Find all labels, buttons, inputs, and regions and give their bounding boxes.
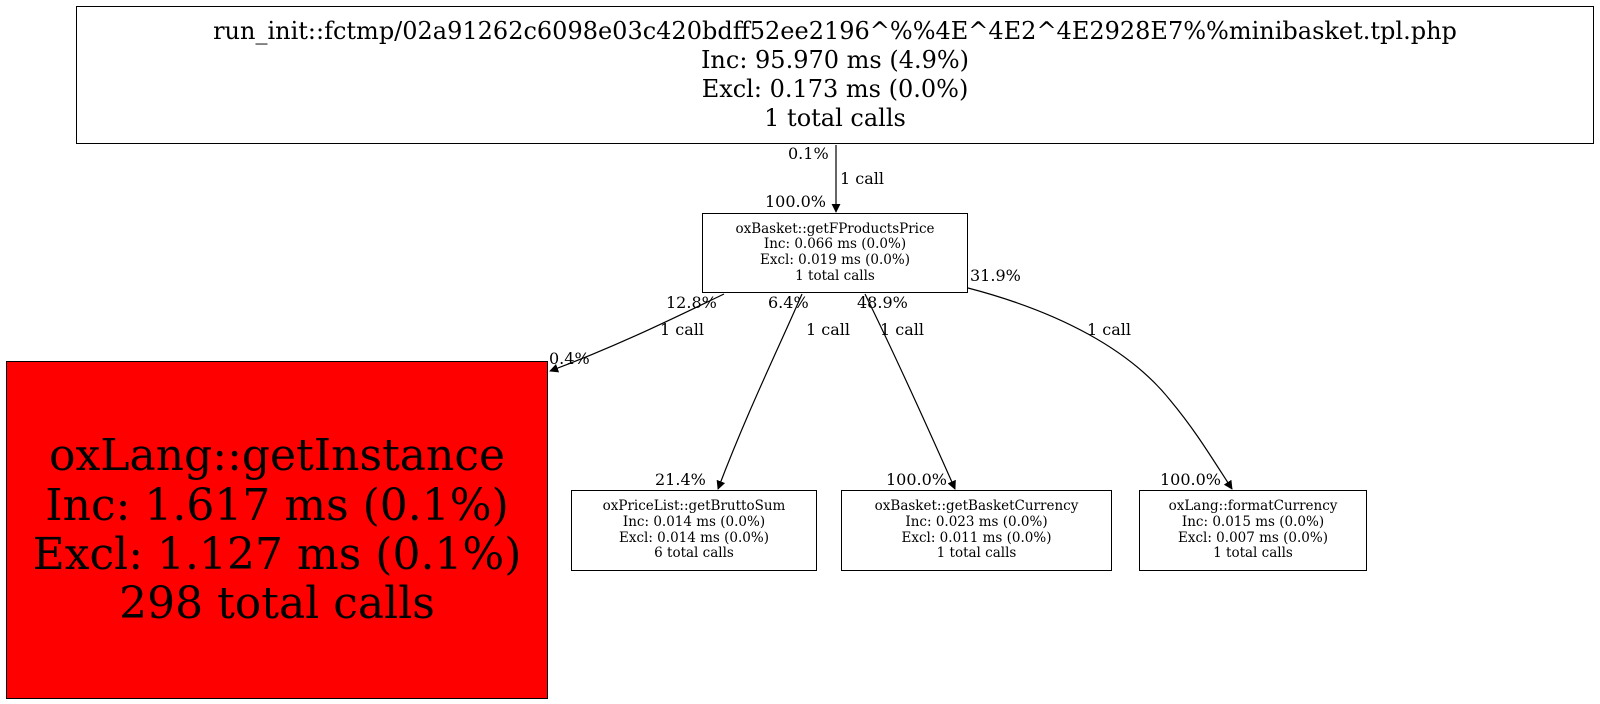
node-excl: Excl: 0.007 ms (0.0%) (1178, 529, 1328, 546)
node-name: oxBasket::getFProductsPrice (735, 220, 935, 237)
edge-main-to-currency (864, 293, 956, 490)
edge-label-calls: 1 call (880, 320, 924, 339)
node-excl: Excl: 0.011 ms (0.0%) (901, 529, 1052, 546)
node-name: oxLang::getInstance (48, 430, 506, 482)
edge-label-from-pct: 0.1% (788, 144, 829, 163)
node-calls: 1 total calls (936, 545, 1017, 562)
node-get-instance[interactable]: oxLang::getInstance Inc: 1.617 ms (0.1%)… (6, 361, 548, 699)
node-inc: Inc: 95.970 ms (4.9%) (700, 46, 970, 75)
edge-label-from-pct: 12.8% (666, 293, 717, 312)
node-inc: Inc: 0.014 ms (0.0%) (622, 513, 766, 530)
node-name: oxBasket::getBasketCurrency (874, 498, 1079, 515)
node-name: oxLang::formatCurrency (1168, 498, 1338, 515)
node-calls: 6 total calls (654, 545, 734, 562)
edge-main-to-instance (549, 293, 725, 373)
node-excl: Excl: 0.019 ms (0.0%) (760, 252, 910, 268)
node-calls: 298 total calls (119, 578, 435, 630)
node-excl: Excl: 0.014 ms (0.0%) (619, 529, 769, 546)
node-format-currency[interactable]: oxLang::formatCurrency Inc: 0.015 ms (0.… (1139, 490, 1367, 571)
node-inc: Inc: 1.617 ms (0.1%) (45, 479, 509, 531)
edge-label-calls: 1 call (806, 320, 850, 339)
edge-label-to-pct: 100.0% (886, 470, 948, 489)
edge-label-to-pct: 0.4% (549, 349, 590, 368)
node-name: run_init::fctmp/02a91262c6098e03c420bdff… (213, 17, 1457, 46)
node-get-basket-currency[interactable]: oxBasket::getBasketCurrency Inc: 0.023 m… (841, 490, 1112, 571)
edge-label-calls: 1 call (1087, 320, 1131, 339)
node-name: oxPriceList::getBruttoSum (602, 498, 786, 515)
edge-label-to-pct: 100.0% (765, 192, 827, 211)
edge-label-to-pct: 21.4% (655, 470, 706, 489)
node-calls: 1 total calls (795, 267, 875, 284)
edge-label-from-pct: 31.9% (970, 266, 1021, 285)
node-calls: 1 total calls (1213, 545, 1293, 562)
node-inc: Inc: 0.066 ms (0.0%) (763, 236, 907, 253)
node-get-f-products-price[interactable]: oxBasket::getFProductsPrice Inc: 0.066 m… (702, 213, 968, 293)
node-excl: Excl: 1.127 ms (0.1%) (32, 529, 522, 580)
node-run-init[interactable]: run_init::fctmp/02a91262c6098e03c420bdff… (76, 6, 1594, 144)
edge-label-calls: 1 call (840, 169, 884, 188)
node-get-brutto-sum[interactable]: oxPriceList::getBruttoSum Inc: 0.014 ms … (571, 490, 817, 571)
edge-label-calls: 1 call (660, 320, 704, 339)
node-inc: Inc: 0.015 ms (0.0%) (1181, 513, 1325, 530)
edge-main-to-brutto (716, 293, 803, 490)
edge-label-from-pct: 6.4% (768, 293, 809, 312)
node-calls: 1 total calls (764, 103, 906, 132)
node-excl: Excl: 0.173 ms (0.0%) (701, 75, 969, 103)
edge-label-to-pct: 100.0% (1160, 470, 1222, 489)
node-inc: Inc: 0.023 ms (0.0%) (905, 513, 1048, 530)
edge-label-from-pct: 48.9% (857, 293, 908, 312)
edge-main-to-format (967, 287, 1233, 490)
